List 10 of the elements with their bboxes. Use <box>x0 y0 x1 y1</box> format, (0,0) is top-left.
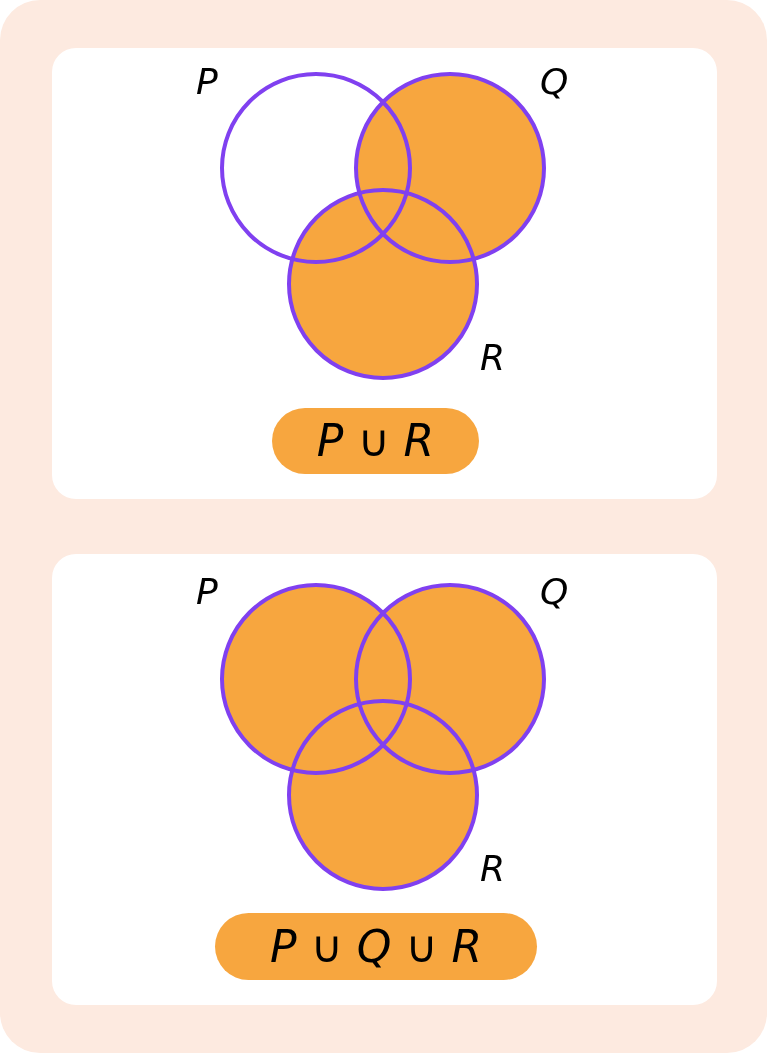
set-label: Q <box>540 64 569 100</box>
set-label: R <box>480 851 505 887</box>
set-label: Q <box>540 574 569 610</box>
card-background <box>52 554 717 1005</box>
set-label: P <box>196 574 218 610</box>
expression-pill: P ∪ R <box>272 408 479 474</box>
expression-pill: P ∪ Q ∪ R <box>215 913 537 980</box>
set-label: R <box>480 340 505 376</box>
card-background <box>52 48 717 499</box>
set-label: P <box>196 64 218 100</box>
